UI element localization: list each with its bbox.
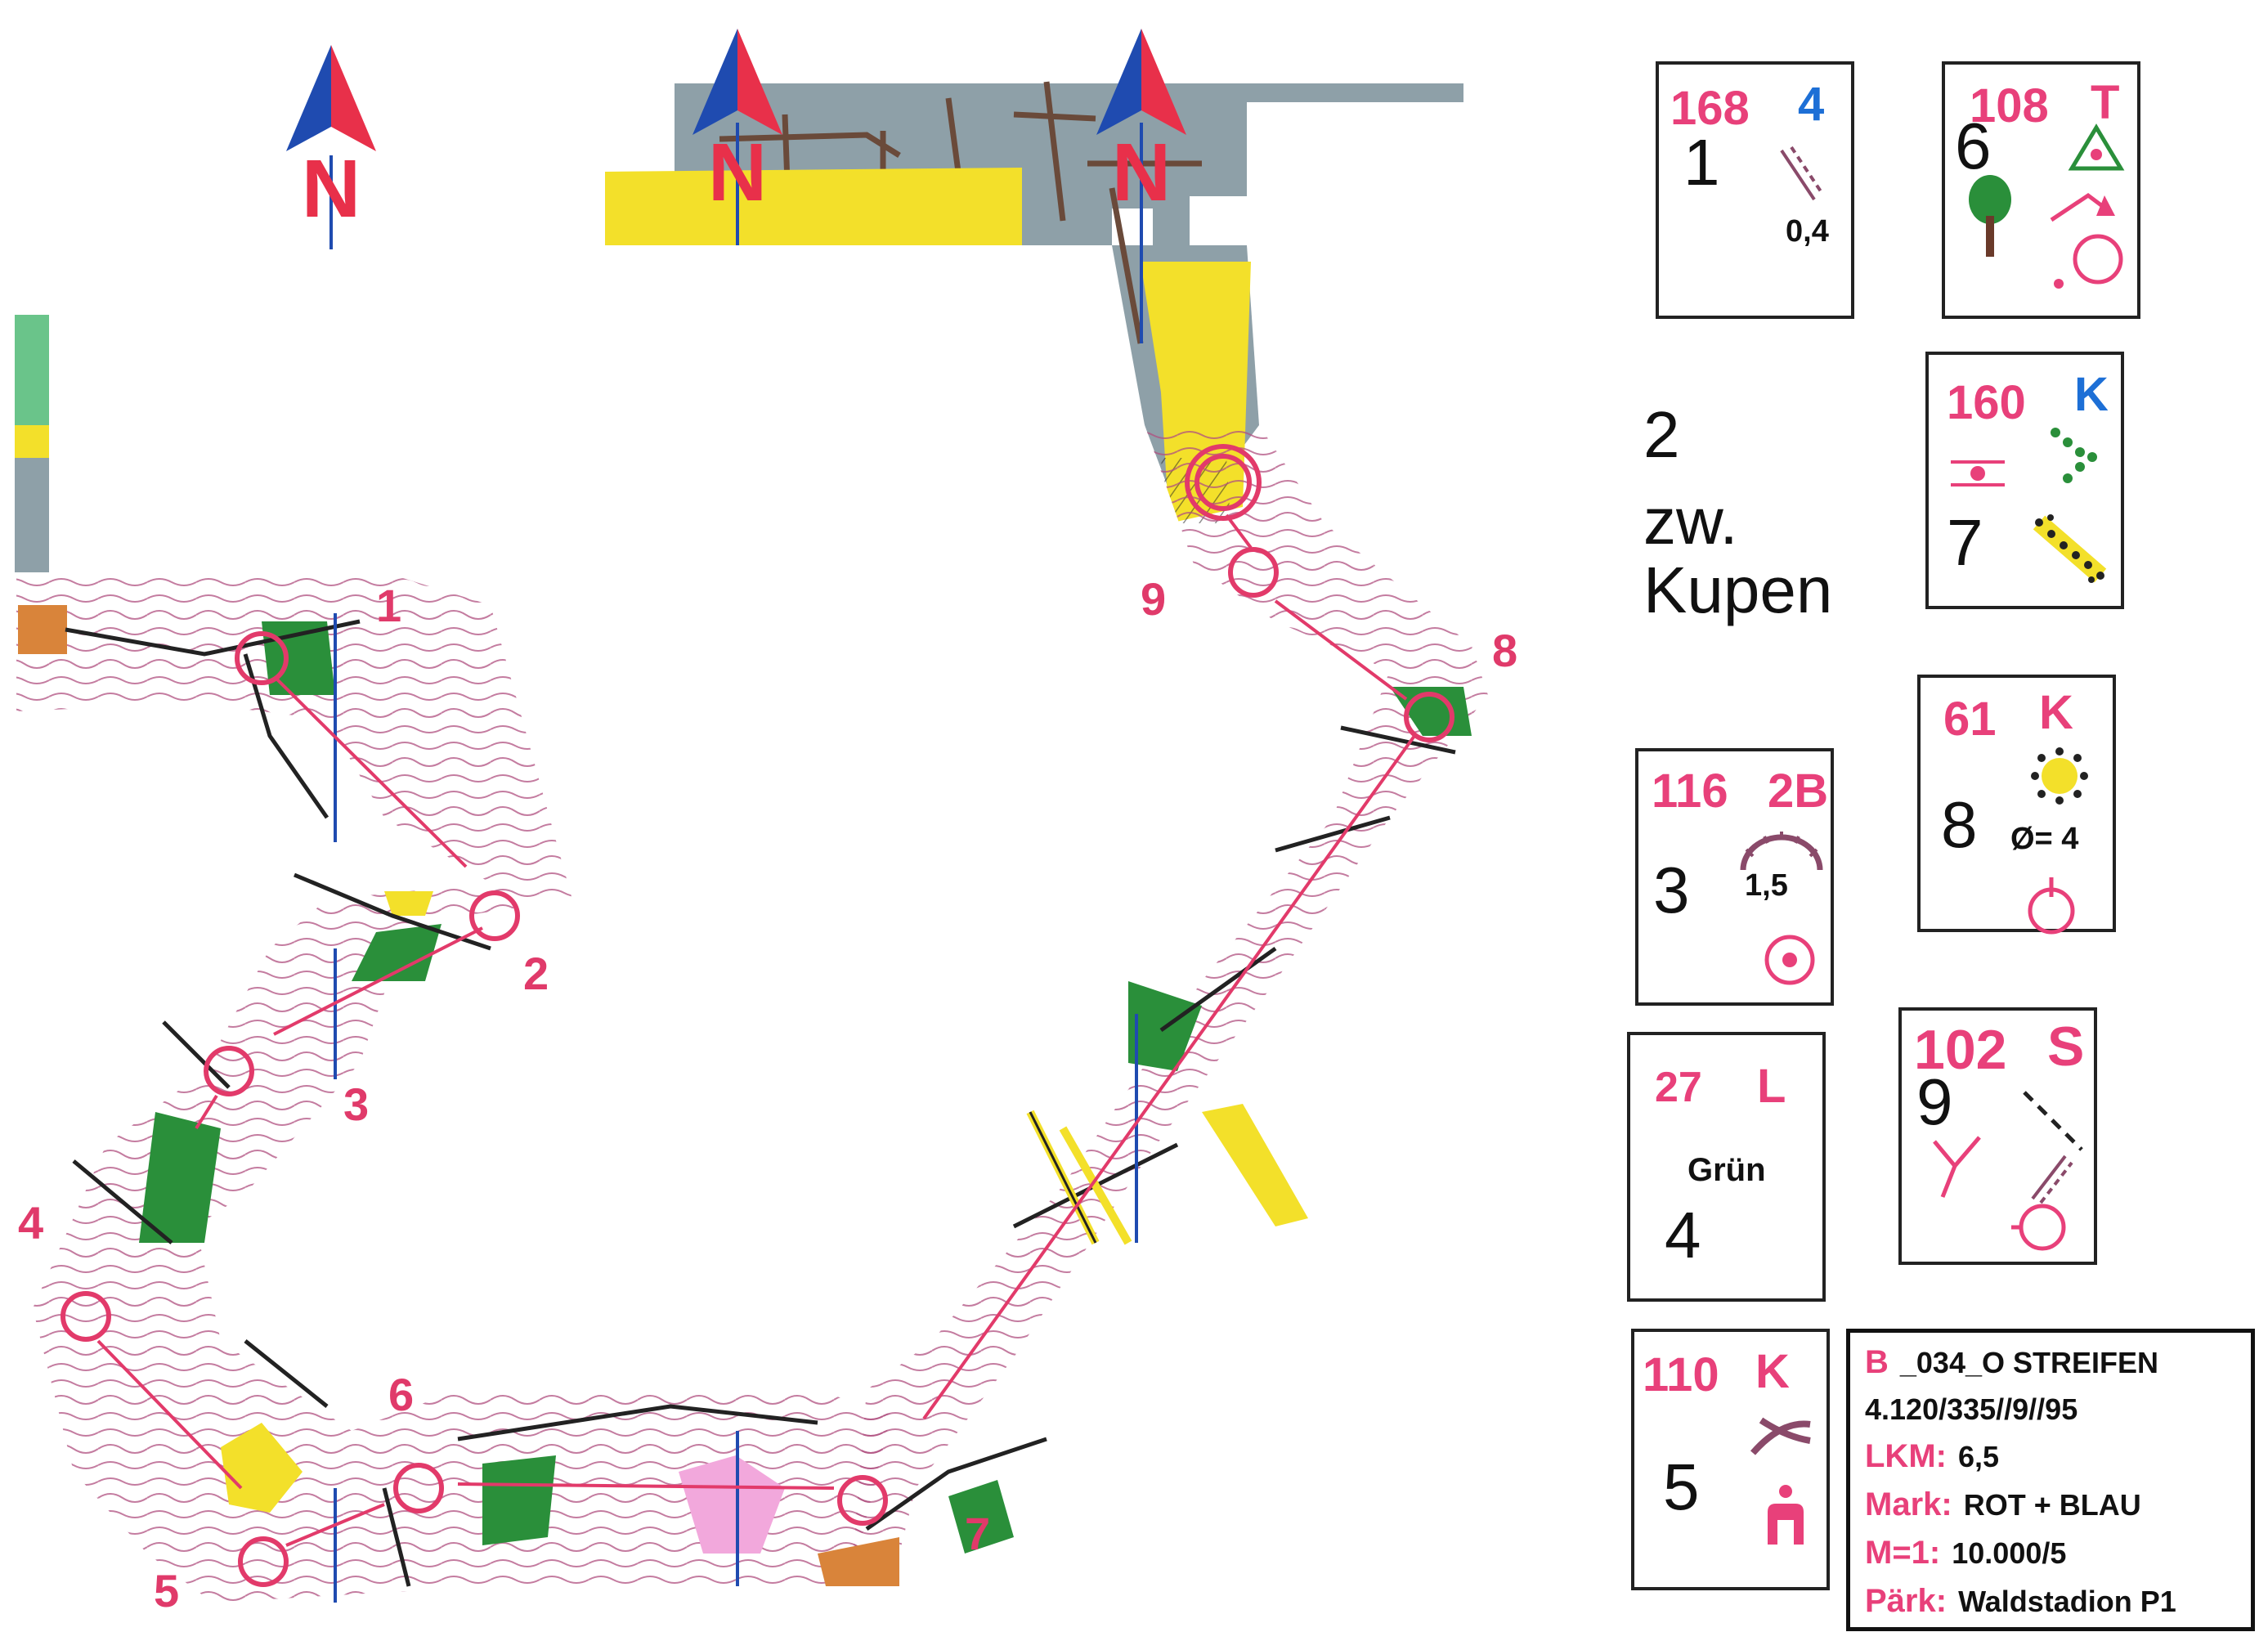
north-arrow-2: N	[693, 29, 782, 218]
column-letter: T	[2091, 76, 2120, 129]
knoll-chain-icon	[2051, 428, 2097, 483]
control-no: 9	[1916, 1065, 1953, 1138]
control-position-icon	[2054, 234, 2123, 289]
left-edge-map	[15, 315, 49, 572]
control-code: 61	[1943, 693, 1997, 746]
north-arrow-3: N	[1096, 29, 1186, 218]
control-number-4: 4	[18, 1197, 43, 1249]
parking-label: Pärk:	[1865, 1583, 1948, 1619]
description-card-8: 61 K 8 Ø= 4	[1917, 675, 2116, 935]
scale-label: M=1:	[1865, 1535, 1941, 1571]
course-class-label: B	[1865, 1344, 1889, 1380]
description-card-3: 116 2B 3 1,5	[1635, 748, 1834, 1006]
control-number-2: 2	[523, 948, 549, 999]
dimension: Ø= 4	[2010, 822, 2079, 856]
control-no: 4	[1665, 1199, 1701, 1271]
gully-icon	[1750, 1417, 1811, 1455]
control-number-1: 1	[376, 580, 401, 631]
column-letter: S	[2047, 1016, 2085, 1078]
description-card-4: 27 L Grün 4	[1627, 1032, 1826, 1302]
svg-text:N: N	[708, 127, 767, 218]
control-code: 116	[1652, 764, 1728, 818]
course-name-row: B _034_O STREIFEN	[1865, 1344, 2236, 1381]
note-text-between: zw.	[1643, 485, 1738, 558]
control-number-8: 8	[1492, 625, 1517, 676]
control-number-9: 9	[1141, 573, 1166, 625]
marking-row: Mark: ROT + BLAU	[1865, 1486, 2236, 1523]
parking-row: Pärk: Waldstadion P1	[1865, 1583, 2236, 1620]
description-card-9: 102 S 9	[1898, 1007, 2097, 1265]
parking-value: Waldstadion P1	[1958, 1585, 2176, 1618]
control-number-labels: 1 2 3 4 5 6 7 8 9	[18, 573, 1517, 1616]
control-number-7: 7	[965, 1508, 990, 1559]
direction-arrow-icon	[2050, 192, 2115, 222]
dashed-path-icon	[2023, 1091, 2083, 1151]
viewpoint-icon	[2068, 123, 2125, 171]
north-lines	[329, 123, 1143, 1603]
course-legs	[96, 513, 1416, 1547]
control-number-6: 6	[388, 1369, 414, 1420]
svg-text:N: N	[1112, 127, 1171, 218]
control-code: 168	[1670, 82, 1750, 135]
column-letter: 4	[1798, 78, 1825, 131]
column-letter: K	[1755, 1345, 1790, 1398]
column-letter: K	[2074, 368, 2109, 421]
control-no: 5	[1663, 1450, 1700, 1523]
control-code: 160	[1947, 376, 2026, 429]
control-no: 6	[1955, 110, 1992, 182]
control-code: 108	[1970, 79, 2049, 132]
note-text-knolls: Kupen	[1643, 554, 1833, 626]
control-2-note: 2 zw. Kupen	[1643, 401, 1832, 625]
column-letter: L	[1757, 1060, 1786, 1113]
lkm-row: LKM: 6,5	[1865, 1438, 2236, 1475]
control-no: 3	[1653, 854, 1690, 926]
north-arrow-1: N	[286, 45, 376, 235]
course-name: _034_O STREIFEN	[1899, 1346, 2159, 1379]
lkm-value: 6,5	[1957, 1440, 2000, 1473]
feature-label: Grün	[1688, 1152, 1766, 1188]
path-junction-icon	[1933, 1136, 1981, 1198]
course-version: 4.120/335//9//95	[1865, 1392, 2078, 1426]
course-version-row: 4.120/335//9//95	[1865, 1392, 2236, 1427]
control-position-icon	[2028, 877, 2075, 935]
dimension: 1,5	[1745, 868, 1788, 903]
between-icon	[1951, 460, 2005, 486]
course-info-box: B _034_O STREIFEN 4.120/335//9//95 LKM: …	[1846, 1329, 2255, 1631]
control-position-icon	[2011, 1204, 2066, 1251]
rocky-strip-icon	[2033, 514, 2107, 583]
control-number-3: 3	[343, 1078, 369, 1130]
control-code: 110	[1643, 1348, 1719, 1401]
dimension: 0,4	[1786, 214, 1829, 249]
control-no: 7	[1947, 506, 1983, 579]
scale-value: 10.000/5	[1952, 1536, 2067, 1570]
control-number-5: 5	[154, 1565, 179, 1616]
note-number: 2	[1643, 398, 1680, 471]
track-icon	[1780, 146, 1822, 201]
boulder-icon	[2031, 747, 2088, 805]
description-card-7: 160 K 7	[1925, 352, 2124, 609]
course-strip	[16, 425, 1488, 1603]
control-circles	[61, 444, 1454, 1587]
control-position-icon	[1764, 935, 1815, 985]
column-letter: 2B	[1768, 764, 1829, 818]
description-card-6: 108 T 6	[1942, 61, 2140, 319]
scale-row: M=1: 10.000/5	[1865, 1535, 2236, 1572]
control-no: 8	[1941, 788, 1978, 861]
tree-icon	[1969, 175, 2011, 257]
marking-label: Mark:	[1865, 1486, 1952, 1522]
control-code: 102	[1914, 1019, 2007, 1081]
description-card-1: 168 4 1 0,4	[1656, 61, 1854, 319]
control-no: 1	[1683, 126, 1720, 199]
description-card-5: 110 K 5	[1631, 1329, 1830, 1590]
lkm-label: LKM:	[1865, 1438, 1947, 1474]
control-code: 27	[1655, 1064, 1702, 1111]
svg-text:N: N	[302, 143, 361, 235]
hill-icon	[1740, 832, 1823, 871]
column-letter: K	[2039, 686, 2073, 739]
track-icon	[2031, 1155, 2073, 1204]
marking-value: ROT + BLAU	[1963, 1488, 2141, 1522]
person-icon	[1768, 1485, 1804, 1545]
